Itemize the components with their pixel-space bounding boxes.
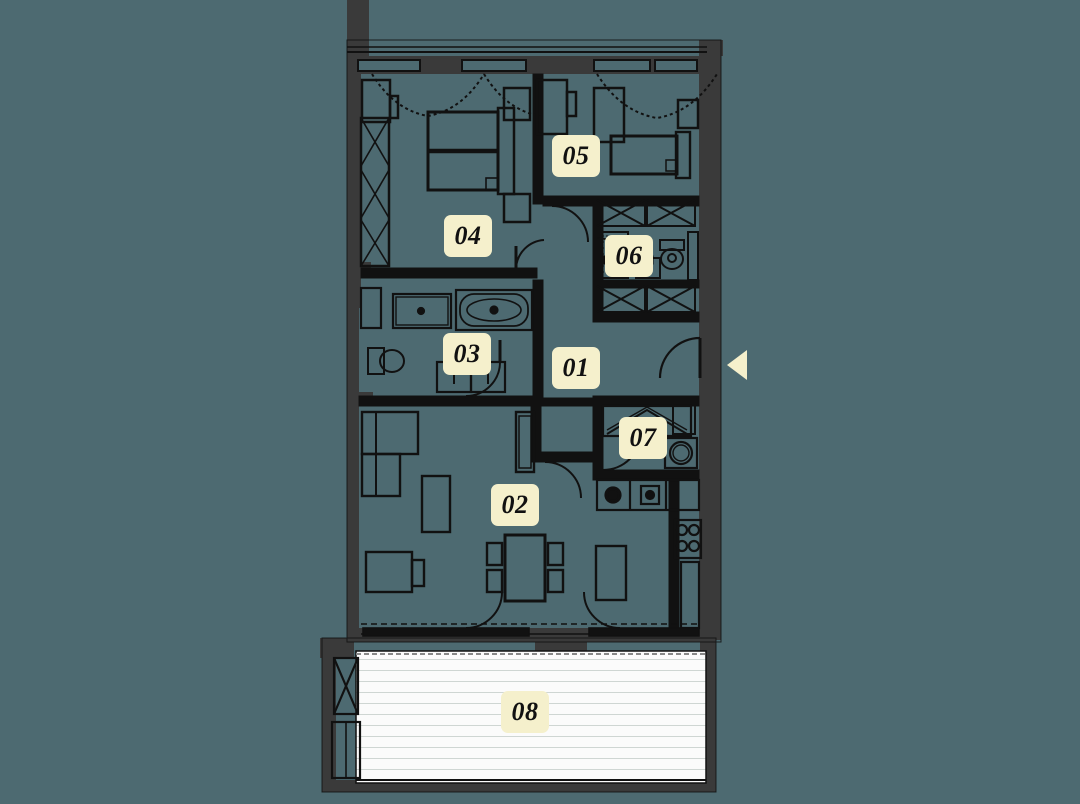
room-badge-02[interactable]: 02: [491, 484, 539, 526]
living-02-furniture: [360, 410, 628, 603]
room-badge-06-label: 06: [615, 241, 643, 270]
balcony-sliding-doors: [361, 623, 700, 637]
bedroom-04-furniture: [359, 78, 532, 268]
room-badge-03[interactable]: 03: [443, 333, 491, 375]
entrance-arrow-icon: [727, 350, 747, 380]
room-badge-06[interactable]: 06: [605, 235, 653, 277]
bedroom-05-furniture: [535, 78, 700, 180]
room-badge-02-label: 02: [501, 490, 529, 519]
room-badge-01-label: 01: [562, 353, 590, 382]
thin-detail-lines: [321, 39, 722, 793]
room-badge-01[interactable]: 01: [552, 347, 600, 389]
room-badge-03-label: 03: [453, 339, 481, 368]
balcony-storage-closet: [330, 656, 362, 780]
room-badge-08-label: 08: [511, 697, 539, 726]
windows-top: [347, 46, 707, 72]
closet-symbols: [596, 199, 696, 313]
room-badge-08[interactable]: 08: [501, 691, 549, 733]
room-badge-05-label: 05: [562, 141, 590, 170]
room-badge-05[interactable]: 05: [552, 135, 600, 177]
room-badge-04[interactable]: 04: [444, 215, 492, 257]
kitchen-fixtures: [595, 478, 703, 630]
room-badge-07[interactable]: 07: [619, 417, 667, 459]
room-badge-04-label: 04: [454, 221, 482, 250]
room-badge-07-label: 07: [629, 423, 657, 452]
